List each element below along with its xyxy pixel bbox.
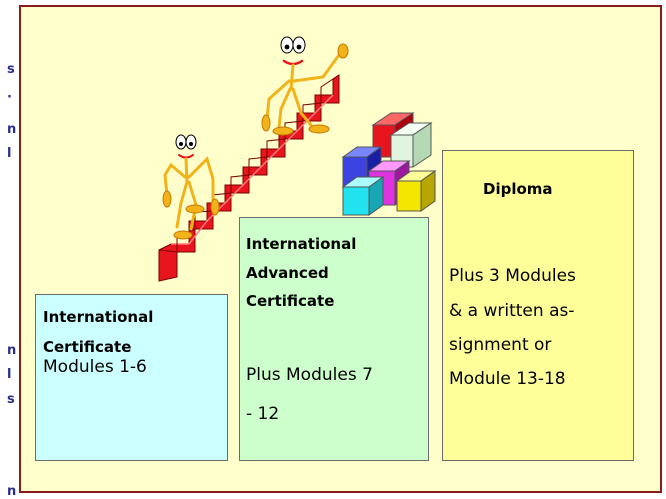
cubes-icon — [341, 112, 437, 216]
advanced-modules-line2: - 12 — [246, 404, 280, 424]
diploma-box: Diploma Plus 3 Modules & a written as- s… — [442, 150, 634, 461]
advanced-certificate-box: International Advanced Certificate Plus … — [239, 217, 429, 461]
edge-glyph: n — [7, 484, 17, 499]
diploma-title: Diploma — [483, 180, 553, 198]
edge-glyph: n — [7, 343, 17, 358]
edge-glyph: l — [7, 367, 12, 382]
edge-glyph: s — [7, 392, 15, 407]
certificate-title-line2: Certificate — [43, 338, 132, 356]
edge-glyph: n — [7, 122, 17, 137]
large-stick-figure-icon — [261, 36, 349, 136]
diploma-line2: & a written as- — [449, 301, 575, 321]
advanced-title-line1: International — [246, 235, 357, 253]
certificate-box: International Certificate Modules 1-6 — [35, 294, 228, 461]
diploma-line1: Plus 3 Modules — [449, 266, 576, 286]
edge-glyph: l — [7, 146, 12, 161]
certificate-modules: Modules 1-6 — [43, 357, 147, 377]
advanced-title-line2: Advanced — [246, 264, 329, 282]
slide-frame: International Certificate Modules 1-6 In… — [19, 5, 662, 493]
small-stick-figure-icon — [162, 134, 220, 240]
edge-glyph: s — [7, 62, 15, 77]
staircase-illustration — [158, 36, 437, 282]
left-edge-strip: s · n l n l s n — [0, 0, 19, 499]
advanced-modules-line1: Plus Modules 7 — [246, 365, 373, 385]
edge-glyph: · — [7, 90, 12, 105]
advanced-title-line3: Certificate — [246, 292, 335, 310]
diploma-line4: Module 13-18 — [449, 369, 566, 389]
certificate-title-line1: International — [43, 308, 154, 326]
diploma-line3: signment or — [449, 335, 552, 355]
